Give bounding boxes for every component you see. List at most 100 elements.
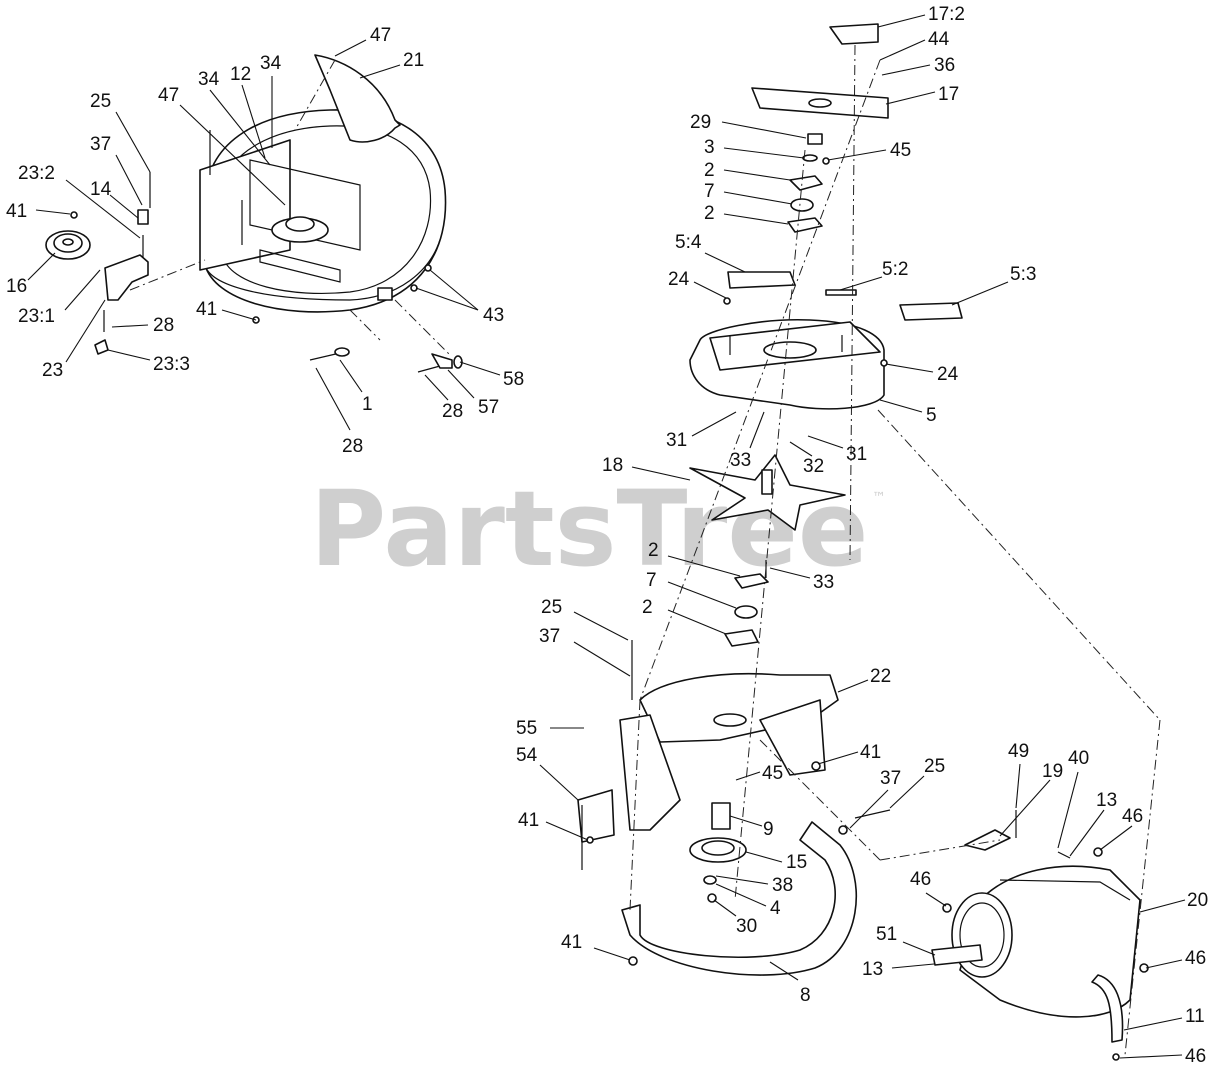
callout-46-d: 46 <box>1185 1046 1206 1067</box>
callout-17: 17 <box>938 84 959 105</box>
callout-24-a: 24 <box>668 269 690 290</box>
deflector-plate <box>314 54 401 143</box>
callout-41-b: 41 <box>196 299 217 320</box>
watermark-tm: ™ <box>872 490 886 506</box>
callout-22: 22 <box>870 666 891 687</box>
pulley-15 <box>689 837 747 903</box>
callout-23-1: 23:1 <box>18 306 55 327</box>
callout-12: 12 <box>230 64 251 85</box>
callout-37-left: 37 <box>90 134 111 155</box>
decal-5-3 <box>899 302 963 321</box>
callout-4: 4 <box>770 898 781 919</box>
callout-1: 1 <box>362 394 373 415</box>
callout-2-d: 2 <box>642 597 653 618</box>
callout-5-2: 5:2 <box>882 259 908 280</box>
callout-34-b: 34 <box>198 69 220 90</box>
callout-47-top: 47 <box>370 25 391 46</box>
callout-13-b: 13 <box>862 959 883 980</box>
callout-31-a: 31 <box>666 430 687 451</box>
callout-8: 8 <box>800 985 811 1006</box>
callout-57: 57 <box>478 397 499 418</box>
callout-23-3: 23:3 <box>153 354 190 375</box>
callout-17-2: 17:2 <box>928 4 965 25</box>
callout-7-b: 7 <box>646 570 657 591</box>
frame-tube-8 <box>621 821 858 976</box>
decal-5-2 <box>825 289 857 296</box>
strap-11 <box>1091 974 1124 1043</box>
spacer-9 <box>711 802 731 830</box>
small-hardware-left <box>252 264 463 373</box>
callout-41-c: 41 <box>860 742 881 763</box>
callout-29: 29 <box>690 112 711 133</box>
callout-49: 49 <box>1008 741 1029 762</box>
callout-30: 30 <box>736 916 757 937</box>
callout-19: 19 <box>1042 761 1063 782</box>
callout-23: 23 <box>42 360 63 381</box>
plate-51 <box>931 944 983 966</box>
callout-25-mid: 25 <box>541 597 562 618</box>
callout-32: 32 <box>803 456 824 477</box>
callout-51: 51 <box>876 924 897 945</box>
callout-25-right: 25 <box>924 756 945 777</box>
callout-15: 15 <box>786 852 807 873</box>
callout-33-b: 33 <box>813 572 834 593</box>
callout-45-mid: 45 <box>762 763 783 784</box>
callout-5-3: 5:3 <box>1010 264 1036 285</box>
lower-bearing-stack <box>724 560 769 647</box>
fan-housing-5 <box>689 297 888 410</box>
callout-2-b: 2 <box>704 203 715 224</box>
callout-25-left: 25 <box>90 91 111 112</box>
callout-55: 55 <box>516 718 537 739</box>
callout-47-mid: 47 <box>158 85 179 106</box>
callout-11: 11 <box>1185 1006 1205 1027</box>
alignment-lines <box>129 44 1161 1056</box>
decal-17-2 <box>829 23 879 45</box>
callout-5-4: 5:4 <box>675 232 702 253</box>
callout-54: 54 <box>516 745 538 766</box>
callout-20: 20 <box>1187 890 1208 911</box>
callout-13-a: 13 <box>1096 790 1117 811</box>
callout-41-a: 41 <box>6 201 27 222</box>
callout-21: 21 <box>403 50 424 71</box>
callout-41-e: 41 <box>561 932 582 953</box>
upper-housing-assembly <box>199 109 447 313</box>
callout-45-top: 45 <box>890 140 911 161</box>
callout-7-a: 7 <box>704 181 715 202</box>
callout-58: 58 <box>503 369 524 390</box>
callout-40: 40 <box>1068 748 1089 769</box>
callout-34-a: 34 <box>260 53 282 74</box>
callout-46-b: 46 <box>910 869 931 890</box>
callout-9: 9 <box>763 819 774 840</box>
callout-14: 14 <box>90 179 112 200</box>
base-plate-22 <box>619 640 839 831</box>
callout-31-b: 31 <box>846 444 867 465</box>
callout-46-a: 46 <box>1122 806 1143 827</box>
callout-38: 38 <box>772 875 793 896</box>
callout-3: 3 <box>704 137 715 158</box>
callout-33-a: 33 <box>730 450 751 471</box>
callout-2-c: 2 <box>648 540 659 561</box>
callout-23-2: 23:2 <box>18 163 55 184</box>
callout-28-b: 28 <box>442 401 463 422</box>
callout-37-mid: 37 <box>539 626 560 647</box>
callout-28-left: 28 <box>153 315 174 336</box>
callouts: 47 21 34 12 34 47 25 37 23:2 14 41 16 23… <box>6 4 1208 1067</box>
idler-arm <box>94 172 151 355</box>
callout-41-d: 41 <box>518 810 539 831</box>
pulley <box>45 211 91 260</box>
callout-37-right: 37 <box>880 768 901 789</box>
callout-28-a: 28 <box>342 436 363 457</box>
callout-43: 43 <box>483 305 504 326</box>
chute-deflector-19 <box>964 829 1011 851</box>
callout-5: 5 <box>926 405 937 426</box>
callout-18: 18 <box>602 455 623 476</box>
callout-46-c: 46 <box>1185 948 1206 969</box>
top-bearing-stack <box>787 133 830 233</box>
callout-16: 16 <box>6 276 27 297</box>
callout-24-b: 24 <box>937 364 959 385</box>
decal-5-4 <box>727 271 796 289</box>
callout-36: 36 <box>934 55 955 76</box>
callout-2-a: 2 <box>704 160 715 181</box>
bracket-54 <box>577 789 615 843</box>
